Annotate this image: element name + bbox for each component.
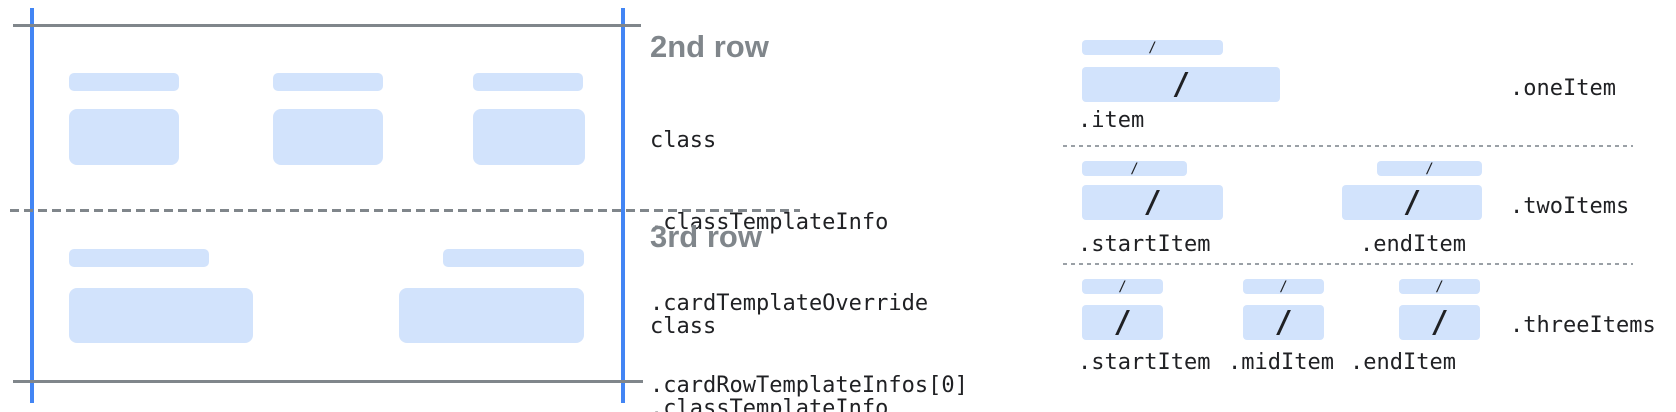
row3-item2-label-placeholder [443, 249, 584, 267]
three-items-start-label: .startItem [1078, 350, 1211, 375]
two-items-start-value-bar: / [1082, 185, 1223, 220]
one-item-value-bar: / [1082, 67, 1280, 102]
slash-icon: / [1148, 39, 1157, 56]
slash-icon: / [1171, 66, 1191, 102]
slash-icon: / [1279, 278, 1288, 295]
card-bottom-line [13, 380, 643, 383]
card-right-edge-line [621, 8, 625, 403]
row-divider-dashed-line [10, 209, 800, 212]
slash-icon: / [1425, 160, 1434, 177]
slash-icon: / [1274, 304, 1293, 340]
two-items-end-label-bar: / [1377, 161, 1482, 176]
three-items-start-value-bar: / [1082, 305, 1163, 340]
card-top-line [13, 24, 641, 27]
row3-item1-value-placeholder [69, 288, 253, 343]
three-items-mid-label: .midItem [1228, 350, 1334, 375]
row2-item3-label-placeholder [473, 73, 583, 91]
two-items-start-label-bar: / [1082, 161, 1187, 176]
row2-code-line: class [650, 128, 717, 153]
row2-item1-value-placeholder [69, 109, 179, 165]
two-items-end-value-bar: / [1342, 185, 1482, 220]
row2-code-line: .classTemplateInfo [650, 209, 889, 235]
slash-icon: / [1402, 184, 1422, 220]
three-items-end-label: .endItem [1350, 350, 1456, 375]
two-items-start-label: .startItem [1078, 232, 1211, 257]
two-items-template-label: .twoItems [1510, 194, 1630, 219]
row2-item1-label-placeholder [69, 73, 179, 91]
row2-item2-value-placeholder [273, 109, 383, 165]
slash-icon: / [1143, 184, 1162, 220]
row3-item1-label-placeholder [69, 249, 209, 267]
three-items-end-label-bar: / [1399, 279, 1480, 294]
slash-icon: / [1118, 278, 1127, 295]
row2-code-line: .cardTemplateOverride [650, 291, 929, 316]
row3-code-line: class [650, 314, 717, 339]
row2-item2-label-placeholder [273, 73, 383, 91]
three-items-mid-label-bar: / [1243, 279, 1324, 294]
card-left-edge-line [30, 8, 34, 403]
three-items-end-value-bar: / [1399, 305, 1480, 340]
row3-item2-value-placeholder [399, 288, 584, 343]
template-separator-dotted-line [1063, 263, 1633, 265]
row2-heading: 2nd row [650, 29, 769, 64]
one-item-template-label: .oneItem [1510, 76, 1616, 101]
three-items-mid-value-bar: / [1243, 305, 1324, 340]
row3-heading: 3rd row [650, 219, 762, 254]
slash-icon: / [1113, 304, 1132, 340]
row3-code-block: class .classTemplateInfo .cardTemplateOv… [650, 261, 968, 412]
row2-item3-value-placeholder [473, 109, 585, 165]
slash-icon: / [1430, 304, 1449, 340]
row3-code-line: .classTemplateInfo [650, 395, 889, 412]
two-items-end-label: .endItem [1360, 232, 1466, 257]
three-items-start-label-bar: / [1082, 279, 1163, 294]
row2-code-line: .cardRowTemplateInfos[0] [650, 372, 968, 398]
one-item-field-label: .item [1078, 108, 1145, 133]
one-item-label-bar: / [1082, 40, 1223, 55]
three-items-template-label: .threeItems [1510, 313, 1656, 338]
slash-icon: / [1130, 160, 1139, 177]
template-separator-dotted-line [1063, 145, 1633, 147]
slash-icon: / [1435, 278, 1444, 295]
row2-code-block: class .classTemplateInfo .cardTemplateOv… [650, 75, 968, 412]
